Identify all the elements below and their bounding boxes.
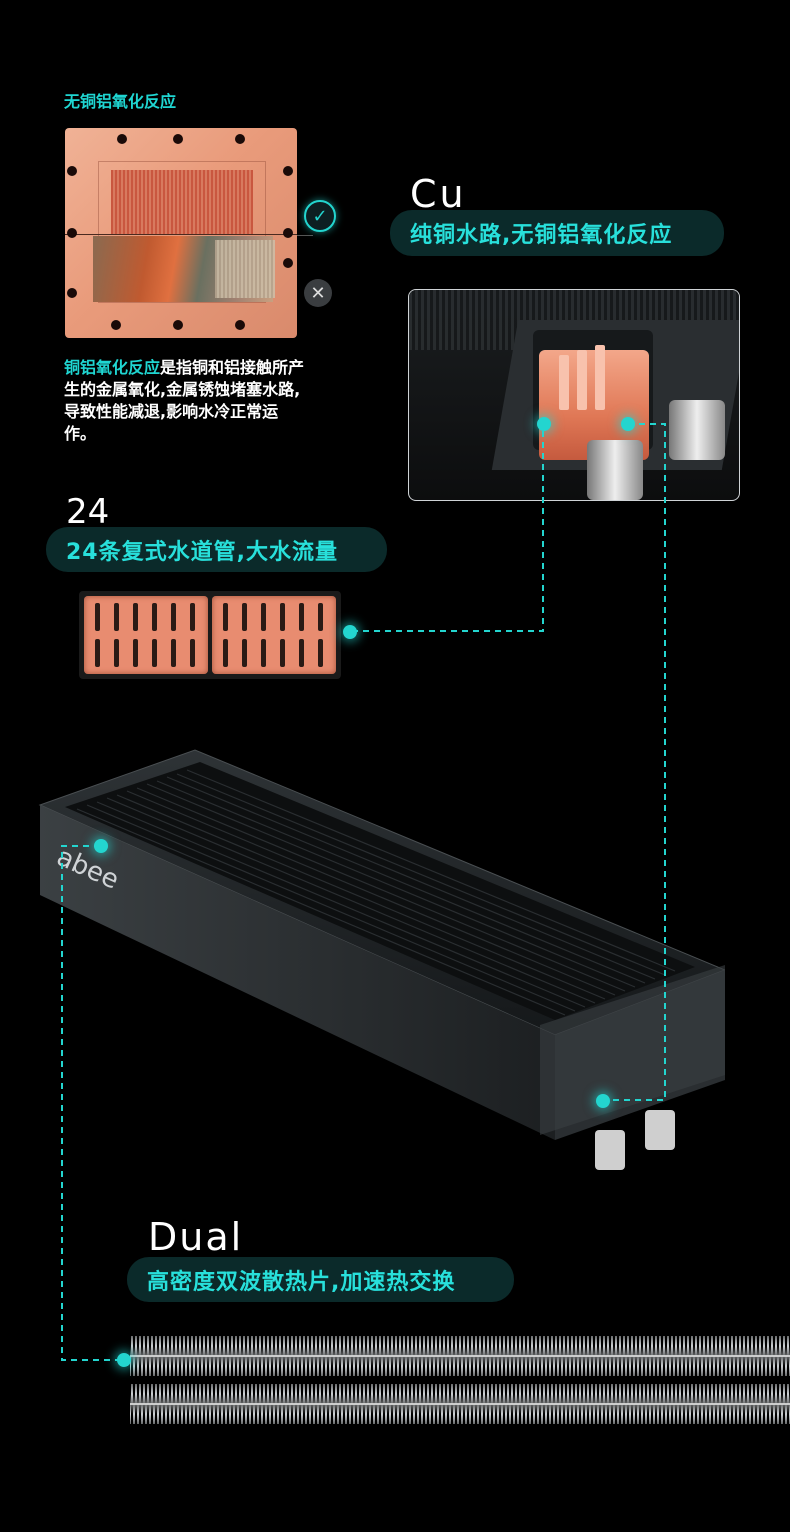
tube-cross-section-image — [79, 591, 341, 679]
corrosion-title: 无铜铝氧化反应 — [64, 92, 177, 111]
dual-label: Dual — [148, 1215, 244, 1259]
channel-slot — [242, 603, 247, 631]
marker-dot-block-left — [537, 417, 551, 431]
channel-slot — [133, 603, 138, 631]
channel-slot — [171, 603, 176, 631]
channel-slot — [190, 603, 195, 631]
channel-slot — [133, 639, 138, 667]
marker-dot-radiator-end — [596, 1094, 610, 1108]
channel-slot — [299, 603, 304, 631]
water-block-closeup-image — [408, 289, 740, 501]
corrosion-description: 铜铝氧化反应是指铜和铝接触所产生的金属氧化,金属锈蚀堵塞水路,导致性能减退,影响… — [64, 357, 309, 445]
check-icon: ✓ — [304, 200, 336, 232]
channel-slot — [190, 639, 195, 667]
marker-dot-tube — [343, 625, 357, 639]
marker-dot-fins — [117, 1353, 131, 1367]
channel-slot — [261, 639, 266, 667]
channel-slot — [114, 603, 119, 631]
channels-label: 24 — [66, 492, 110, 532]
dual-wave-fins-image — [129, 1334, 790, 1430]
channel-slot — [114, 639, 119, 667]
copper-plate-image — [65, 128, 297, 338]
plate-divider-line — [297, 235, 313, 236]
channels-subtitle: 24条复式水道管,大水流量 — [46, 527, 387, 572]
channel-slot — [171, 639, 176, 667]
channel-slot — [223, 639, 228, 667]
marker-dot-radiator-logo — [94, 839, 108, 853]
channel-slot — [318, 639, 323, 667]
channel-slot — [318, 603, 323, 631]
channel-slot — [152, 639, 157, 667]
cu-label: Cu — [410, 172, 467, 216]
channel-slot — [95, 603, 100, 631]
radiator-image: abee — [35, 745, 727, 1185]
close-icon: ✕ — [304, 279, 332, 307]
channel-slot — [152, 603, 157, 631]
channel-slot — [261, 603, 266, 631]
corrosion-desc-text: 是指铜和铝接触所产生的金属氧化,金属锈蚀堵塞水路,导致性能减退,影响水冷正常运作… — [64, 358, 305, 443]
channel-slot — [242, 639, 247, 667]
channel-slot — [299, 639, 304, 667]
marker-dot-block-right — [621, 417, 635, 431]
channel-slot — [280, 603, 285, 631]
corrosion-desc-highlight: 铜铝氧化反应 — [64, 358, 161, 377]
channel-slot — [95, 639, 100, 667]
cu-subtitle: 纯铜水路,无铜铝氧化反应 — [390, 210, 724, 256]
channel-slot — [223, 603, 228, 631]
dual-subtitle: 高密度双波散热片,加速热交换 — [127, 1257, 514, 1302]
channel-slot — [280, 639, 285, 667]
